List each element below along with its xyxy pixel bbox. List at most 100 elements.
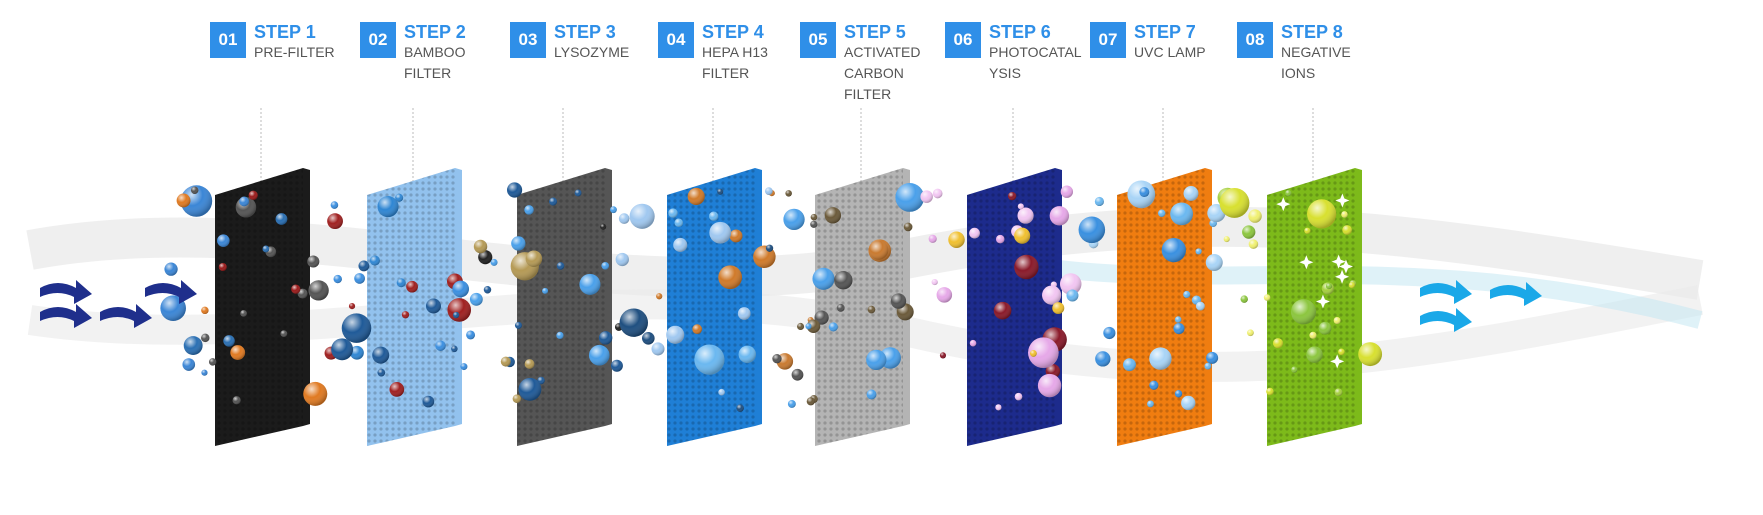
particle-highlight <box>208 358 217 366</box>
step-6: 06 STEP 6 PHOTOCATAL YSIS <box>945 22 1099 84</box>
sparkle-icon <box>1338 259 1353 274</box>
particle-highlight <box>1161 237 1186 263</box>
particle-highlight <box>1014 227 1031 244</box>
panel-texture <box>367 168 455 446</box>
step-title: STEP 3 <box>554 22 616 42</box>
particle-highlight <box>176 193 191 208</box>
particle-highlight <box>1094 196 1105 207</box>
particle-highlight <box>805 323 812 330</box>
step-title: STEP 5 <box>844 22 906 42</box>
particle-highlight <box>618 213 630 224</box>
particle-highlight <box>369 255 380 266</box>
panel-texture <box>1117 168 1205 446</box>
step-7: 07 STEP 7 UVC LAMP <box>1090 22 1244 63</box>
particle-highlight <box>939 352 947 359</box>
step-number-badge: 02 <box>360 22 396 58</box>
particle-highlight <box>240 309 247 317</box>
particle-highlight <box>183 336 203 356</box>
particle-highlight <box>466 330 476 340</box>
particle-highlight <box>812 267 835 290</box>
particle-highlight <box>182 358 196 371</box>
sparkle-icon <box>1335 269 1350 284</box>
particle-highlight <box>377 196 399 218</box>
particle-highlight <box>890 293 907 309</box>
particle-highlight <box>525 250 543 267</box>
particle-highlight <box>797 322 805 330</box>
particle-highlight <box>262 245 270 253</box>
particle-highlight <box>1285 189 1292 197</box>
particle-highlight <box>180 185 213 217</box>
particle-highlight <box>764 187 773 195</box>
particle-highlight <box>610 359 623 372</box>
particle-highlight <box>1158 209 1166 217</box>
particle-highlight <box>828 322 838 332</box>
particle-highlight <box>1263 294 1271 301</box>
particle-highlight <box>1060 185 1074 198</box>
particle-highlight <box>1290 299 1317 325</box>
particle-highlight <box>358 260 370 272</box>
panel-texture <box>517 168 605 446</box>
particle-highlight <box>579 273 601 295</box>
particle-highlight <box>1183 290 1191 299</box>
particle-highlight <box>1183 186 1199 201</box>
particle-highlight <box>1147 400 1154 408</box>
particle-highlight <box>389 382 405 397</box>
particle-highlight <box>348 302 356 310</box>
particle-highlight <box>425 298 441 314</box>
particle-highlight <box>451 345 458 353</box>
particle-highlight <box>737 307 751 320</box>
particle-highlight <box>1204 362 1212 370</box>
particle-highlight <box>600 223 607 230</box>
particle-highlight <box>1029 349 1037 357</box>
sparkle-icon <box>1335 193 1350 208</box>
particle-highlight <box>248 190 258 200</box>
particle-highlight <box>1181 395 1196 411</box>
particle-highlight <box>1017 203 1024 210</box>
particle-highlight <box>460 363 468 371</box>
arrow-out-icon <box>1420 280 1472 304</box>
step-number-badge: 01 <box>210 22 246 58</box>
particle-highlight <box>783 208 805 231</box>
particle-highlight <box>1248 209 1262 223</box>
particle-highlight <box>308 280 329 301</box>
particle-highlight <box>736 404 744 412</box>
sparkle-icon <box>1315 294 1330 309</box>
particle-highlight <box>406 280 418 293</box>
step-title: STEP 4 <box>702 22 764 42</box>
particle-highlight <box>1174 316 1182 323</box>
particle-highlight <box>1028 337 1059 369</box>
particle-highlight <box>1103 326 1116 340</box>
particle-highlight <box>694 344 725 375</box>
step-label: BAMBOO FILTER <box>404 44 466 81</box>
particle-highlight <box>478 250 493 265</box>
particle-highlight <box>556 331 564 340</box>
particle-highlight <box>791 368 804 381</box>
particle-highlight <box>806 319 821 333</box>
particle-highlight <box>729 229 743 243</box>
step-3: 03 STEP 3 LYSOZYME <box>510 22 664 63</box>
particle-highlight <box>201 333 210 343</box>
particle-highlight <box>787 399 796 408</box>
particle-highlight <box>217 234 230 247</box>
particle-highlight <box>598 331 613 345</box>
particle-highlight <box>232 396 241 405</box>
particle-highlight <box>903 222 913 232</box>
particle-highlight <box>1037 373 1062 398</box>
particle-highlight <box>303 381 328 406</box>
step-title: STEP 7 <box>1134 22 1196 42</box>
step-number-badge: 08 <box>1237 22 1273 58</box>
particle-highlight <box>1358 342 1383 367</box>
particle-highlight <box>1014 392 1023 401</box>
arrow-out-icon <box>1490 282 1542 306</box>
particle-highlight <box>518 377 542 401</box>
particle-highlight <box>164 262 178 276</box>
particle-highlight <box>867 305 876 314</box>
particle-highlight <box>866 389 877 400</box>
particle-highlight <box>642 331 655 345</box>
particle-highlight <box>1014 254 1039 280</box>
particle-highlight <box>619 308 648 337</box>
arrow-in-icon <box>100 304 152 328</box>
particle-highlight <box>1219 187 1250 218</box>
step-number-badge: 06 <box>945 22 981 58</box>
particle-highlight <box>709 221 732 244</box>
